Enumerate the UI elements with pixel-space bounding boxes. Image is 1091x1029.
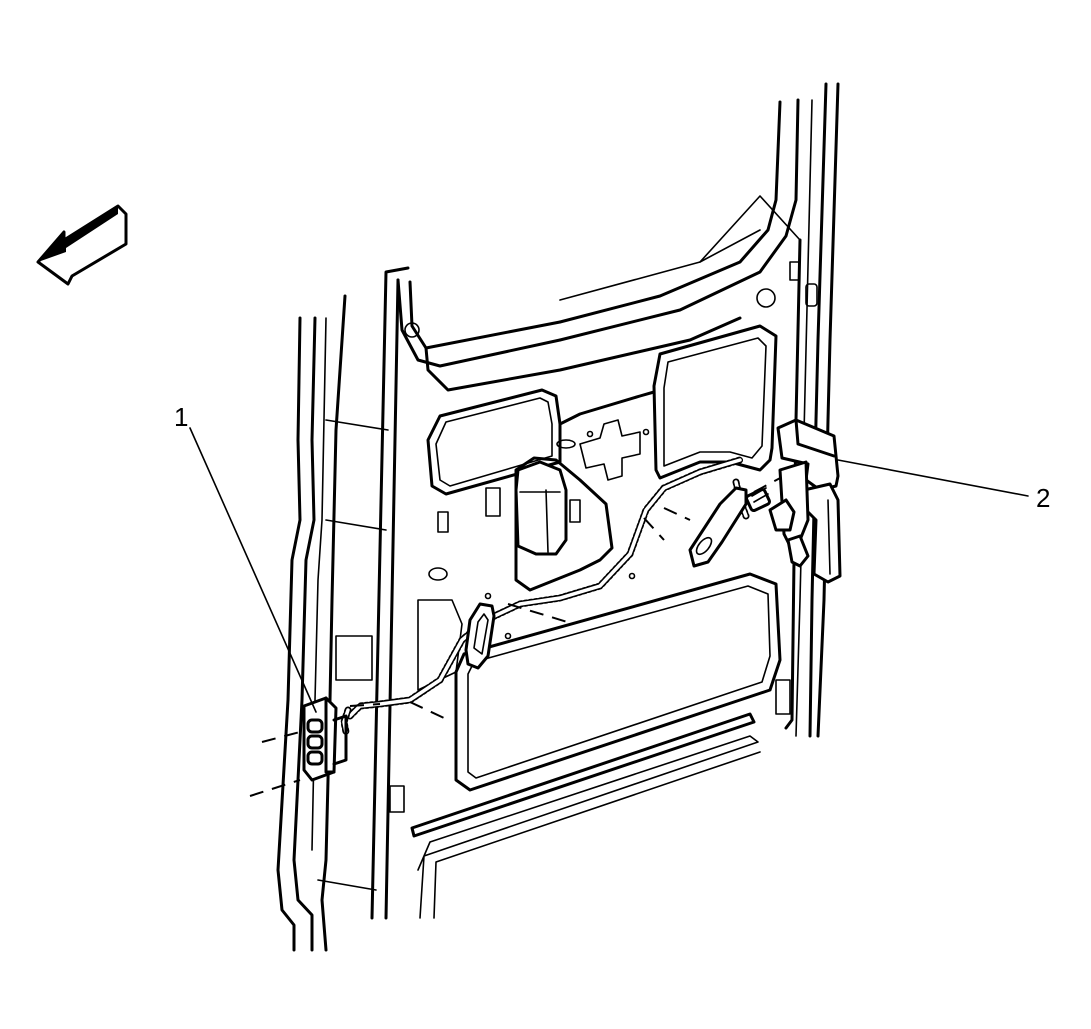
door-bracket [688,418,842,584]
alignment-lines [249,475,785,797]
callout-label-1: 1 [174,402,189,432]
connector-1 [302,696,348,782]
lower-panel-opening [389,572,791,919]
front-direction-arrow-icon [36,204,128,286]
harness-grommet [464,602,496,670]
speaker-recess [514,456,614,592]
leader-lines [189,427,1029,713]
body-pillar [276,294,389,952]
callout-label-2: 2 [1036,483,1051,513]
inner-panel-openings [426,324,778,640]
